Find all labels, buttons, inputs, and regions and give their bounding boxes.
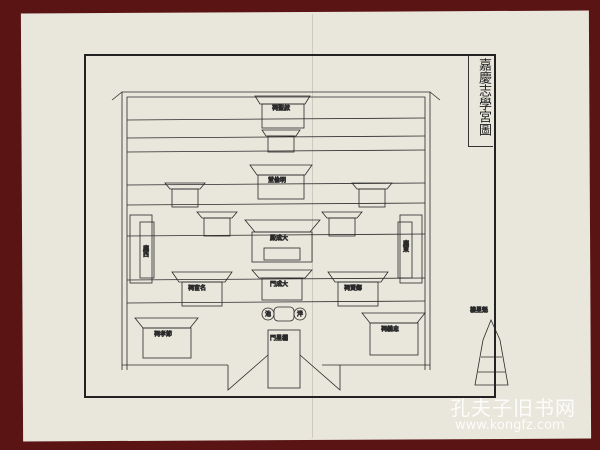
building-minglun: 堂倫明 (249, 164, 313, 200)
terrace-lines (126, 117, 426, 304)
outer-wall (111, 91, 441, 370)
fold-line (312, 14, 313, 438)
watermark-url: www.kongfz.com (455, 418, 565, 433)
minglun-label: 堂倫明 (268, 176, 286, 184)
jiexiao-label: 祠孝節 (154, 330, 172, 338)
lingxing-label: 門星櫺 (270, 334, 288, 342)
map-frame (84, 54, 496, 398)
building-dacheng-hall: 殿成大 (244, 219, 321, 263)
building-west-wing: 廡西 (129, 214, 155, 284)
dacheng-hall-label: 殿成大 (270, 234, 288, 242)
qisheng-label: 祠聖啟 (272, 104, 290, 112)
building-minghuan: 祠宦名 (171, 271, 233, 307)
building-zhongyi: 祠義忠 (361, 312, 426, 356)
dacheng-gate-label: 門成大 (270, 280, 288, 288)
side-halls (164, 182, 393, 237)
watermark-name: 孔夫子旧书网 (450, 396, 576, 420)
building-east-wing: 廡東 (397, 214, 423, 284)
kuixing-tower: 樓星魁 (470, 306, 509, 386)
title-cartouche (468, 56, 493, 147)
zhongyi-label: 祠義忠 (381, 325, 399, 333)
panchi-label-1: 池 (265, 310, 271, 318)
building-xiangxian: 祠賢鄉 (327, 271, 389, 307)
building-dacheng-gate: 門成大 (251, 269, 313, 301)
east-wing-label: 廡東 (402, 239, 409, 253)
xiangxian-label: 祠賢鄉 (344, 284, 362, 292)
west-wing-label: 廡西 (142, 244, 149, 258)
building-qisheng: 祠聖啟 (254, 95, 311, 129)
panchi-pond: 池 泮 (261, 306, 307, 322)
building-jiexiao: 祠孝節 (134, 317, 199, 359)
map-title: 嘉慶志學宮圖 (476, 58, 491, 136)
kuixing-label: 樓星魁 (470, 306, 488, 314)
panchi-label-2: 泮 (297, 310, 303, 318)
building-lingxing-gate: 門星櫺 (227, 329, 341, 391)
minghuan-label: 祠宦名 (188, 284, 206, 292)
small-gate (261, 129, 301, 153)
